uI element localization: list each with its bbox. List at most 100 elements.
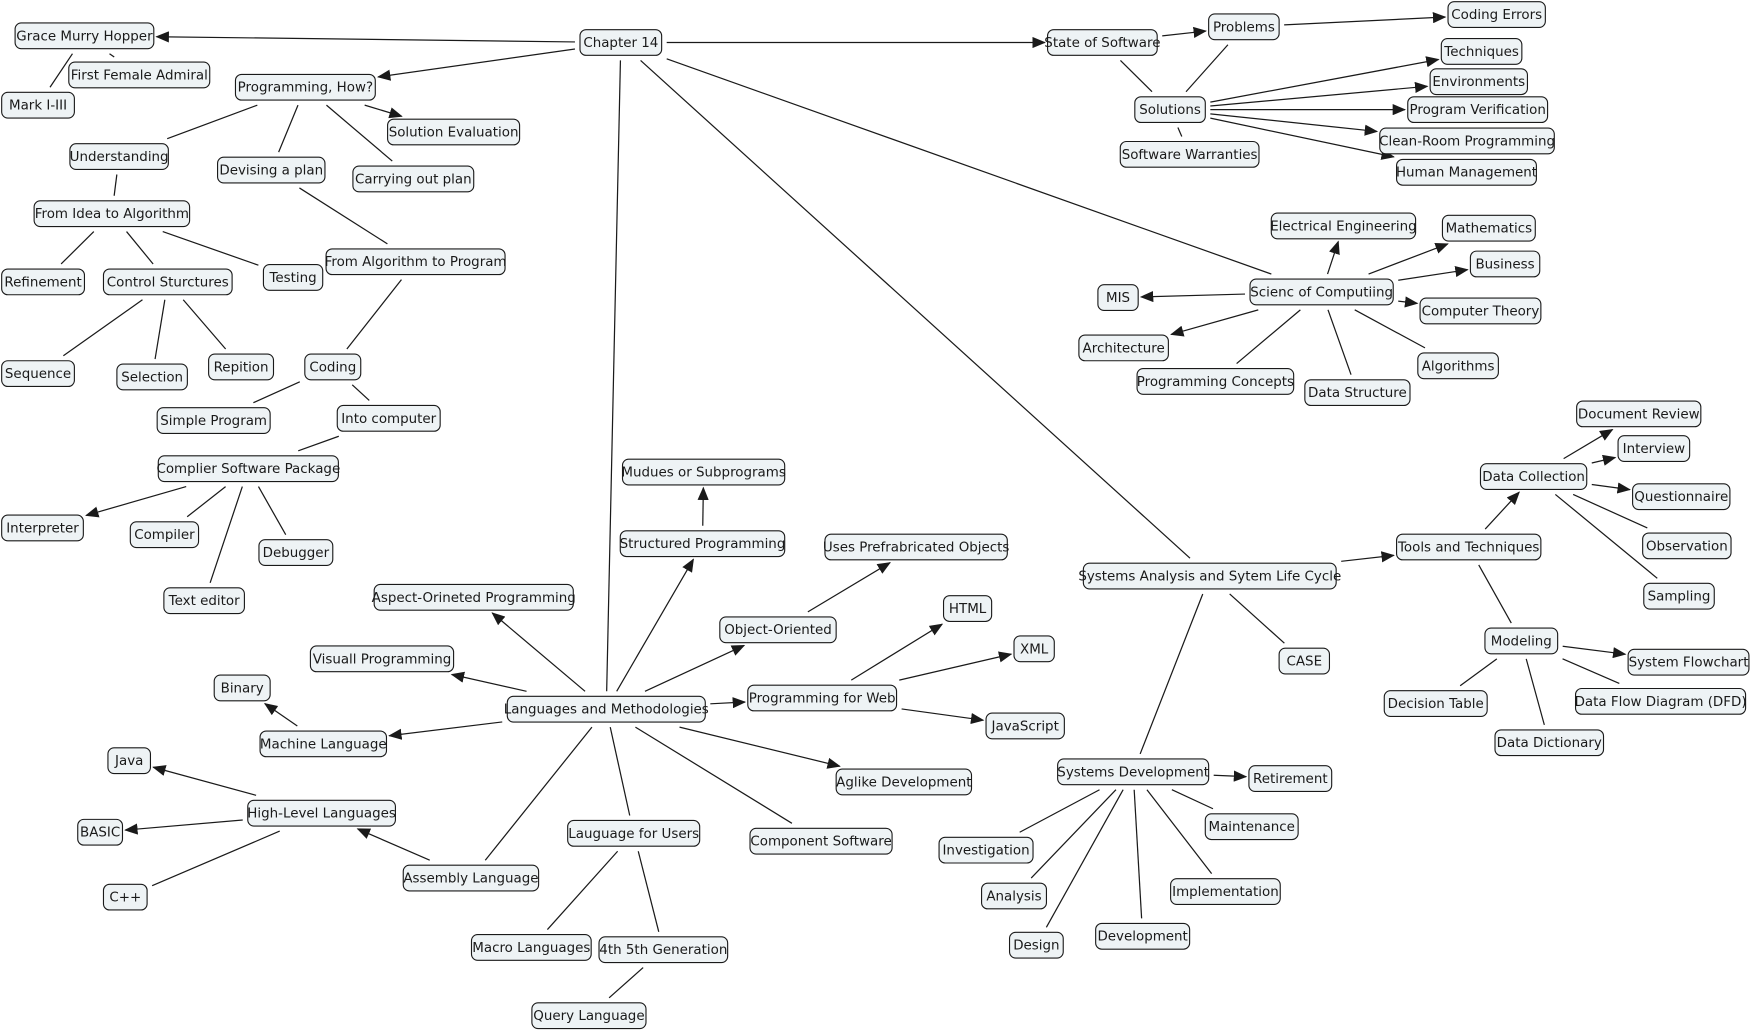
node-environments[interactable]: Environments	[1429, 68, 1529, 96]
edge-into_computer-to-compiler_package	[298, 435, 340, 452]
node-selection[interactable]: Selection	[116, 363, 188, 391]
node-algorithms[interactable]: Algorithms	[1417, 352, 1499, 380]
node-mudues-or-subprograms[interactable]: Mudues or Subprograms	[621, 458, 786, 486]
node-uses-prefrabricated-objects[interactable]: Uses Prefrabricated Objects	[823, 533, 1009, 561]
node-data-collection[interactable]: Data Collection	[1479, 463, 1588, 490]
node-sampling[interactable]: Sampling	[1643, 582, 1715, 610]
node-case[interactable]: CASE	[1278, 647, 1331, 675]
node-modeling[interactable]: Modeling	[1484, 627, 1559, 655]
node-refinement[interactable]: Refinement	[1, 268, 86, 296]
node-tools-and-techniques[interactable]: Tools and Techniques	[1396, 533, 1542, 561]
node-binary[interactable]: Binary	[213, 674, 271, 702]
node-complier-software-package[interactable]: Complier Software Package	[156, 455, 340, 483]
node-electrical-engineering[interactable]: Electrical Engineering	[1270, 212, 1417, 240]
node-cpp[interactable]: C++	[102, 883, 148, 911]
node-aspect-oriented-programming[interactable]: Aspect-Orineted Programming	[372, 583, 576, 611]
node-mathematics[interactable]: Mathematics	[1441, 214, 1536, 242]
node-sequence[interactable]: Sequence	[1, 360, 75, 388]
node-solutions[interactable]: Solutions	[1134, 96, 1206, 124]
node-data-structure[interactable]: Data Structure	[1304, 379, 1411, 407]
node-programming-concepts[interactable]: Programming Concepts	[1136, 368, 1295, 395]
node-query-language[interactable]: Query Language	[531, 1002, 647, 1030]
node-human-management[interactable]: Human Management	[1396, 158, 1537, 186]
node-system-flowchart[interactable]: System Flowchart	[1627, 648, 1750, 676]
node-html[interactable]: HTML	[942, 595, 993, 622]
node-from-idea-to-algorithm[interactable]: From Idea to Algorithm	[33, 200, 191, 228]
node-analysis[interactable]: Analysis	[981, 882, 1048, 910]
node-4th-5th-generation[interactable]: 4th 5th Generation	[598, 936, 729, 964]
node-xml[interactable]: XML	[1013, 635, 1055, 663]
node-architecture[interactable]: Architecture	[1078, 334, 1169, 362]
node-debugger[interactable]: Debugger	[258, 539, 334, 567]
node-solution-evaluation[interactable]: Solution Evaluation	[387, 118, 521, 146]
node-languages-and-methodologies[interactable]: Languages and Methodologies	[504, 695, 709, 723]
node-mis[interactable]: MIS	[1097, 284, 1139, 311]
node-computer-theory[interactable]: Computer Theory	[1419, 297, 1542, 325]
node-simple-program[interactable]: Simple Program	[156, 407, 271, 435]
node-compiler[interactable]: Compiler	[129, 521, 200, 549]
node-business[interactable]: Business	[1469, 250, 1541, 278]
edge-idea_to_algorithm-to-testing	[162, 230, 259, 266]
node-language-for-users[interactable]: Lauguage for Users	[567, 819, 701, 847]
node-control-structures[interactable]: Control Sturctures	[102, 268, 233, 296]
node-from-algorithm-to-program[interactable]: From Algorithm to Program	[325, 248, 507, 276]
node-science-of-computing[interactable]: Scienc of Computiing	[1249, 278, 1394, 306]
node-chapter-14[interactable]: Chapter 14	[579, 29, 663, 56]
node-carrying-out-plan[interactable]: Carrying out plan	[352, 165, 475, 193]
edge-systems_development-to-development	[1133, 789, 1143, 919]
node-assembly-language[interactable]: Assembly Language	[402, 864, 540, 892]
node-first-female-admiral[interactable]: First Female Admiral	[68, 61, 211, 89]
node-software-warranties[interactable]: Software Warranties	[1119, 140, 1260, 168]
node-interview[interactable]: Interview	[1617, 435, 1691, 462]
node-data-flow-diagram[interactable]: Data Flow Diagram (DFD)	[1575, 687, 1747, 715]
node-coding-errors[interactable]: Coding Errors	[1447, 1, 1546, 28]
node-mark-i-iii[interactable]: Mark I-III	[1, 91, 75, 119]
node-high-level-languages[interactable]: High-Level Languages	[247, 799, 396, 827]
node-program-verification[interactable]: Program Verification	[1407, 96, 1549, 124]
node-clean-room-programming[interactable]: Clean-Room Programming	[1379, 127, 1555, 155]
node-structured-programming[interactable]: Structured Programming	[620, 530, 785, 558]
node-systems-analysis-life-cycle[interactable]: Systems Analysis and Sytem Life Cycle	[1078, 562, 1341, 590]
node-text-editor[interactable]: Text editor	[163, 587, 245, 615]
node-observation[interactable]: Observation	[1642, 532, 1732, 560]
edge-structured_programming-to-mudues_subprograms	[697, 486, 709, 526]
edge-compiler_package-to-debugger	[257, 486, 287, 535]
node-understanding[interactable]: Understanding	[69, 143, 169, 171]
node-retirement[interactable]: Retirement	[1248, 765, 1333, 792]
node-development[interactable]: Development	[1095, 922, 1191, 950]
node-machine-language[interactable]: Machine Language	[259, 730, 388, 758]
node-testing[interactable]: Testing	[262, 263, 324, 291]
node-interpreter[interactable]: Interpreter	[1, 514, 84, 542]
node-object-oriented[interactable]: Object-Oriented	[719, 616, 837, 644]
node-questionnaire[interactable]: Questionnaire	[1632, 483, 1731, 511]
node-programming-how[interactable]: Programming, How?	[234, 73, 376, 101]
node-devising-a-plan[interactable]: Devising a plan	[217, 156, 326, 184]
node-into-computer[interactable]: Into computer	[336, 404, 441, 432]
edge-solutions-to-techniques	[1210, 56, 1440, 103]
node-decision-table[interactable]: Decision Table	[1383, 690, 1488, 718]
node-macro-languages[interactable]: Macro Languages	[470, 934, 592, 961]
node-data-dictionary[interactable]: Data Dictionary	[1494, 729, 1605, 757]
node-state-of-software[interactable]: State of Software	[1044, 29, 1160, 56]
node-coding[interactable]: Coding	[304, 353, 362, 381]
node-grace-murry-hopper[interactable]: Grace Murry Hopper	[14, 22, 155, 50]
node-techniques[interactable]: Techniques	[1440, 38, 1523, 65]
node-java[interactable]: Java	[107, 747, 152, 775]
node-design[interactable]: Design	[1008, 931, 1064, 959]
node-component-software[interactable]: Component Software	[749, 827, 893, 855]
node-javascript[interactable]: JavaScript	[985, 712, 1065, 740]
node-repition[interactable]: Repition	[208, 353, 275, 381]
node-implementation[interactable]: Implementation	[1170, 878, 1281, 905]
node-problems[interactable]: Problems	[1208, 13, 1280, 41]
node-investigation[interactable]: Investigation	[938, 836, 1034, 864]
edge-devising_plan-to-algorithm_to_program	[299, 187, 388, 245]
node-visual-programming[interactable]: Visuall Programming	[309, 645, 455, 673]
edge-science_of_computing-to-computer_theory	[1398, 296, 1419, 308]
node-document-review[interactable]: Document Review	[1576, 400, 1702, 428]
node-maintenance[interactable]: Maintenance	[1204, 813, 1299, 841]
edge-languages_methodologies-to-component_software	[635, 726, 793, 824]
node-aglike-development[interactable]: Aglike Development	[835, 768, 973, 796]
node-programming-for-web[interactable]: Programming for Web	[747, 684, 898, 712]
node-systems-development[interactable]: Systems Development	[1057, 758, 1210, 786]
node-basic[interactable]: BASIC	[77, 818, 124, 846]
